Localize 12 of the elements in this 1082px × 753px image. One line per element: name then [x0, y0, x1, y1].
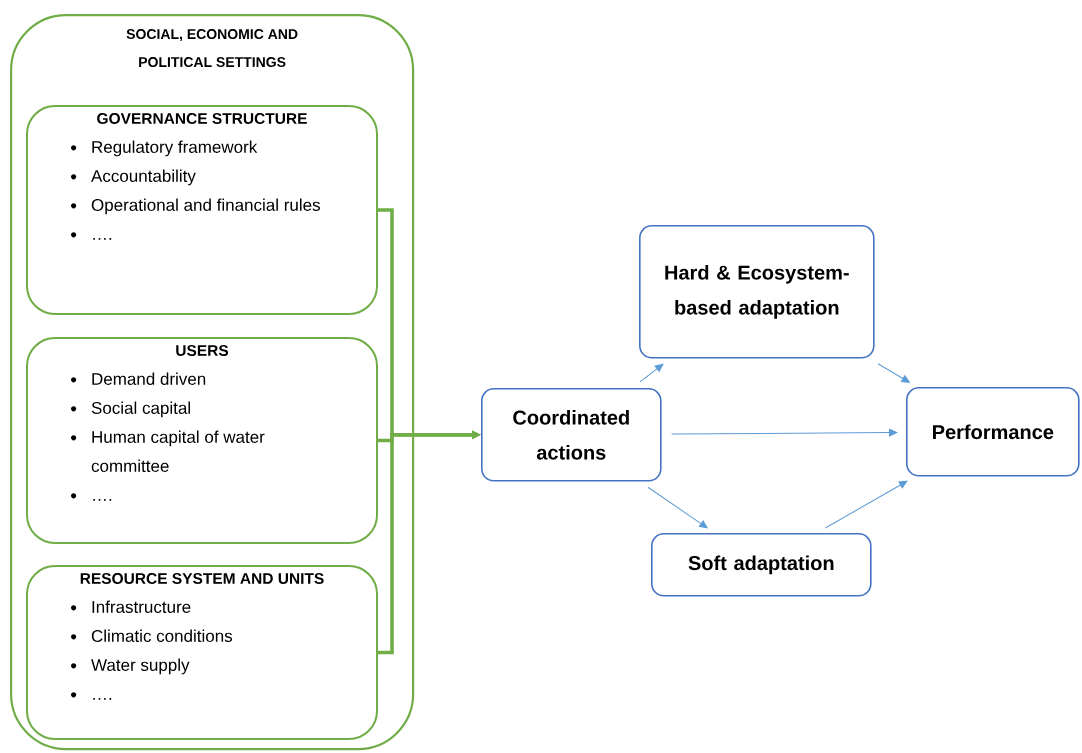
arrow: [639, 363, 664, 383]
list-box: RESOURCE SYSTEM AND UNITS Infrastructure Climatic conditions Water supply ….: [26, 565, 378, 740]
process-box: Soft adaptation: [651, 533, 872, 597]
process-box: Hard & Ecosystem-based adaptation: [639, 225, 875, 359]
list-box: GOVERNANCE STRUCTURE Regulatory framework Accountability Operational and financial rules ….: [26, 105, 378, 315]
arrow: [877, 363, 910, 383]
process-box: Coordinated actions: [481, 388, 662, 482]
process-box: Performance: [906, 387, 1080, 477]
arrow: [824, 480, 908, 529]
arrow: [647, 486, 708, 529]
list-box: USERS Demand driven Social capital Human capital of water committee ….: [26, 337, 378, 544]
arrow: [671, 428, 898, 437]
